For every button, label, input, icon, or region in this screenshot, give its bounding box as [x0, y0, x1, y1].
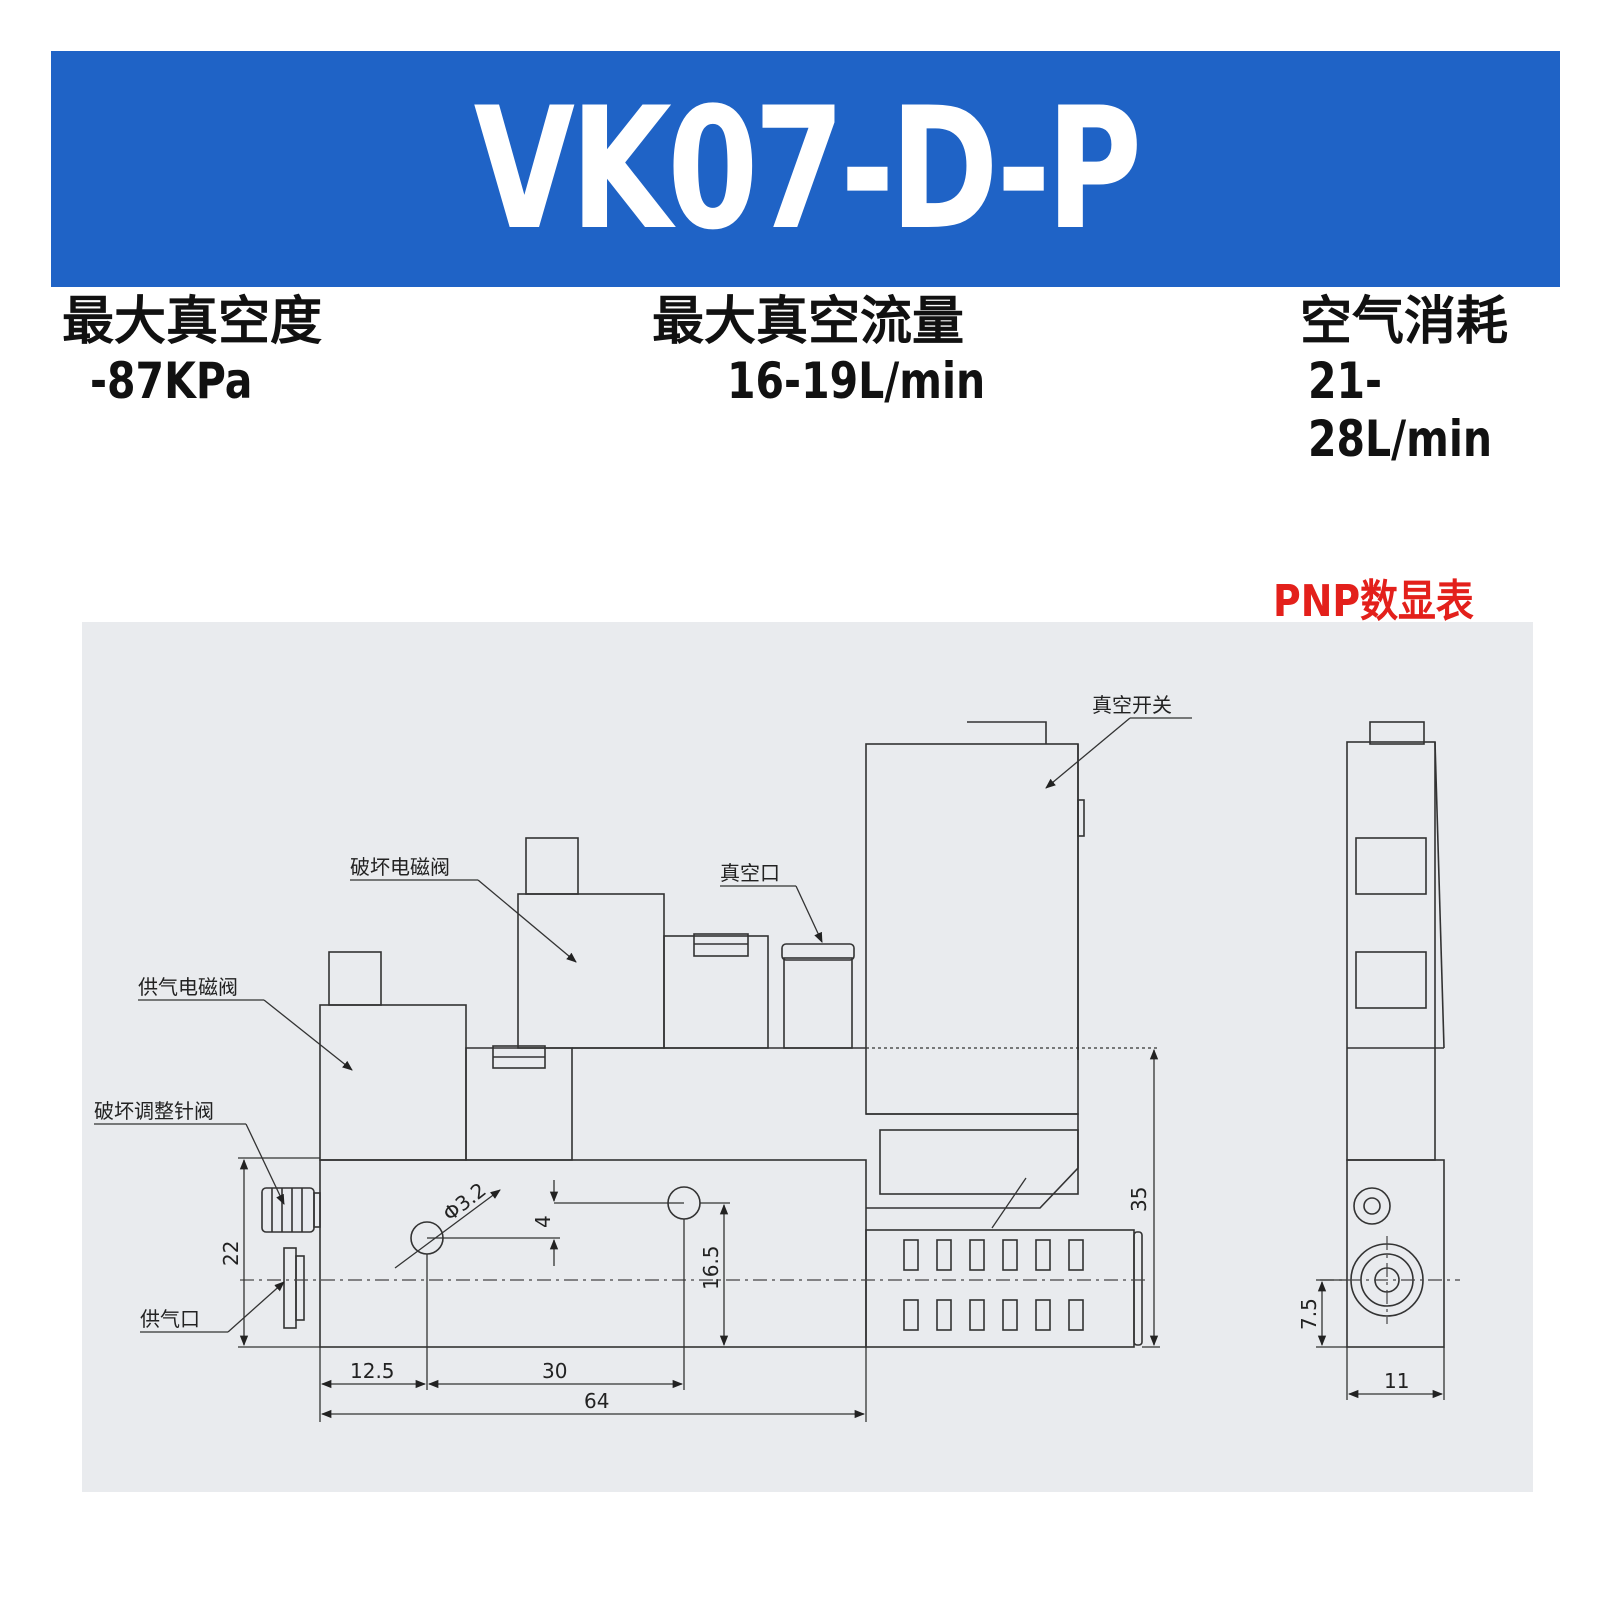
callout-supply-port: 供气口: [140, 1307, 200, 1331]
silencer-slots: [903, 1239, 1084, 1331]
spec-air-consumption: 空气消耗 21-28L/min: [1300, 292, 1600, 468]
title-banner: VK07-D-P: [51, 51, 1560, 287]
callout-vacuum-switch: 真空开关: [1092, 693, 1172, 717]
dim-22: 22: [219, 1241, 243, 1266]
dim-7-5: 7.5: [1297, 1298, 1321, 1330]
dim-16-5: 16.5: [699, 1245, 723, 1290]
spec-value: 16-19L/min: [727, 352, 986, 410]
ejector-body: [319, 1159, 867, 1348]
spec-label: 最大真空流量: [652, 292, 965, 352]
dim-4: 4: [531, 1215, 555, 1228]
spec-max-flow: 最大真空流量 16-19L/min: [652, 292, 1042, 410]
vacuum-port-fitting: [783, 957, 853, 1049]
spec-value: 21-28L/min: [1308, 352, 1493, 468]
dimension-drawing: 真空开关 破坏电磁阀 真空口 供气电磁阀 破坏调整针阀 供气口 Φ3.2 4 2…: [94, 693, 1460, 1422]
dim-30: 30: [542, 1359, 567, 1383]
dim-35: 35: [1127, 1187, 1151, 1212]
spec-label: 最大真空度: [62, 292, 323, 352]
release-solenoid-valve: [517, 893, 665, 1049]
spec-max-vacuum: 最大真空度 -87KPa: [62, 292, 322, 410]
dim-11: 11: [1384, 1369, 1409, 1393]
needle-valve-knob: [261, 1187, 315, 1233]
callout-needle-valve: 破坏调整针阀: [94, 1099, 214, 1123]
dim-hole-diameter: Φ3.2: [438, 1178, 490, 1226]
vacuum-switch: [865, 743, 1079, 1115]
product-model-title: VK07-D-P: [473, 71, 1143, 267]
spec-value: -87KPa: [90, 352, 253, 410]
dim-64: 64: [584, 1389, 609, 1413]
pnp-display-badge: PNP数显表: [1273, 576, 1474, 627]
callout-vacuum-port: 真空口: [720, 861, 780, 885]
callout-release-valve: 破坏电磁阀: [350, 855, 450, 879]
supply-solenoid-valve: [319, 1004, 467, 1161]
callout-supply-valve: 供气电磁阀: [138, 975, 238, 999]
supply-port-fitting: [283, 1247, 297, 1329]
spec-label: 空气消耗: [1300, 292, 1509, 352]
dim-12-5: 12.5: [350, 1359, 395, 1383]
technical-drawing-panel: 真空开关 破坏电磁阀 真空口 供气电磁阀 破坏调整针阀 供气口 Φ3.2 4 2…: [82, 622, 1533, 1492]
